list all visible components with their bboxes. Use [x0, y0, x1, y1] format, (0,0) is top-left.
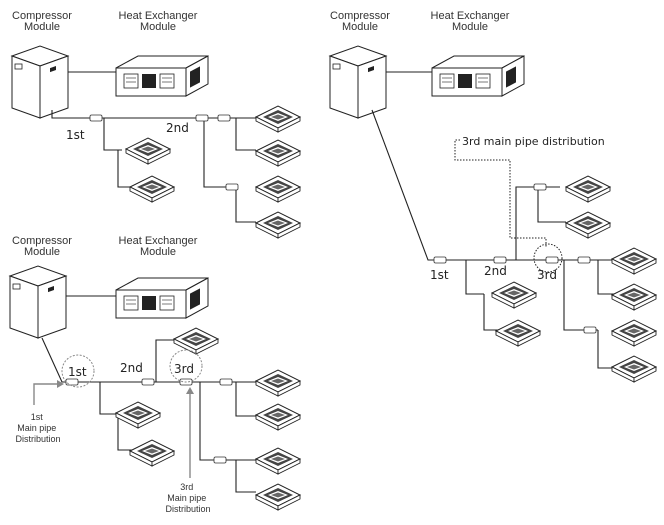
indoor-unit-icon: [611, 319, 657, 347]
indoor-unit-icon: [495, 319, 541, 347]
branch-label-2nd: 2nd: [166, 121, 189, 135]
indoor-unit-icon: [611, 355, 657, 383]
heat-exchanger-module-icon: [115, 277, 209, 319]
indoor-unit-icon: [611, 247, 657, 275]
first-distribution-marker: [61, 354, 95, 388]
third-distribution-marker: [169, 349, 203, 383]
indoor-unit-icon: [125, 137, 171, 165]
heat-exchanger-module-icon: [431, 55, 525, 97]
indoor-unit-icon: [115, 401, 161, 429]
branch-label-3rd: 3rd: [174, 362, 194, 376]
compressor-module-icon: [11, 45, 69, 119]
indoor-unit-icon: [491, 281, 537, 309]
branch-label-1st: 1st: [430, 268, 449, 282]
indoor-unit-icon: [129, 175, 175, 203]
indoor-unit-icon: [611, 283, 657, 311]
indoor-unit-icon: [255, 447, 301, 475]
first-distribution-note: 1st Main pipe Distribution: [15, 412, 60, 444]
indoor-unit-icon: [255, 175, 301, 203]
indoor-unit-icon: [255, 369, 301, 397]
indoor-unit-icon: [255, 105, 301, 133]
compressor-module-icon: [9, 265, 67, 339]
indoor-unit-icon: [565, 175, 611, 203]
third-distribution-marker: [533, 243, 563, 273]
indoor-unit-icon: [255, 483, 301, 511]
indoor-unit-icon: [255, 139, 301, 167]
indoor-unit-icon: [255, 403, 301, 431]
branch-label-1st: 1st: [68, 365, 87, 379]
compressor-module-icon: [329, 45, 387, 119]
indoor-unit-icon: [255, 211, 301, 239]
branch-label-2nd: 2nd: [120, 361, 143, 375]
indoor-unit-icon: [129, 439, 175, 467]
indoor-unit-icon: [565, 211, 611, 239]
heat-exchanger-module-icon: [115, 55, 209, 97]
branch-label-3rd: 3rd: [537, 268, 557, 282]
distribution-title: 3rd main pipe distribution: [462, 135, 605, 148]
branch-label-1st: 1st: [66, 128, 85, 142]
indoor-unit-icon: [173, 327, 219, 355]
branch-label-2nd: 2nd: [484, 264, 507, 278]
third-distribution-note: 3rd Main pipe Distribution: [165, 482, 210, 514]
